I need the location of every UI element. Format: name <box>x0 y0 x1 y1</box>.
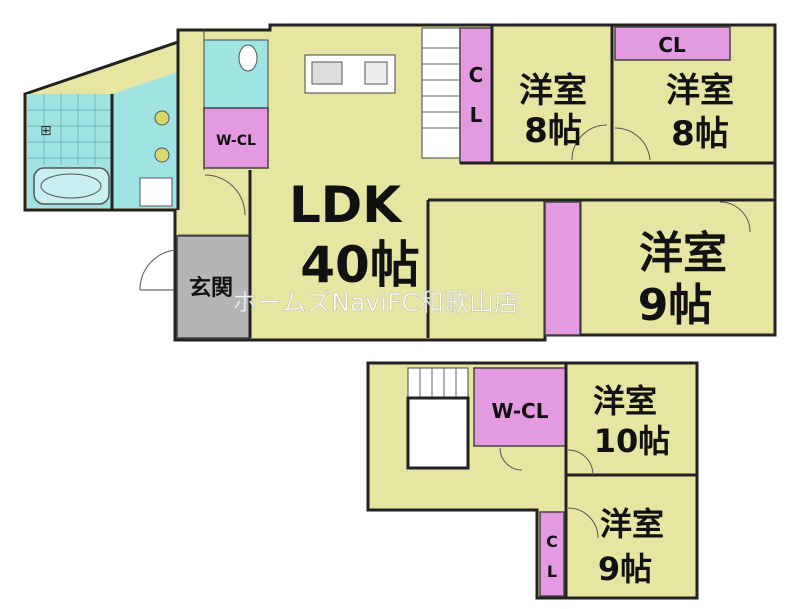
shower-icon: ⊞ <box>40 123 52 139</box>
walk-in-closet-2f <box>473 367 567 447</box>
room-8a-name: 洋室 <box>519 71 587 111</box>
room-8b-size: 8帖 <box>671 114 729 154</box>
wcl2-door <box>499 447 523 471</box>
closet-vertical-1f <box>459 27 493 164</box>
hall-door <box>204 174 246 216</box>
washbasin-icon <box>154 147 170 163</box>
floor-1: ⊞ W-CL 玄関 LDK 40帖 <box>23 23 777 342</box>
stove-icon <box>364 61 388 85</box>
bath-tile-grid <box>27 94 112 165</box>
room-9-name: 洋室 <box>639 228 727 279</box>
stairs-2f <box>407 367 469 399</box>
sink-icon <box>311 61 343 85</box>
entrance-door <box>139 249 176 291</box>
walk-in-closet-1f <box>203 107 269 169</box>
toilet-room <box>204 40 268 108</box>
stairs-1f <box>421 27 461 159</box>
room8b-door <box>614 127 651 161</box>
washer-icon <box>139 177 173 207</box>
ldk-size: 40帖 <box>300 236 420 294</box>
ldk-name: LDK <box>289 176 403 234</box>
room-10-size: 10帖 <box>594 422 671 460</box>
closet-top-label: CL <box>658 33 686 57</box>
room-9-size: 9帖 <box>638 280 713 331</box>
room9-2f-door <box>567 507 599 539</box>
closet-2f <box>539 511 565 597</box>
wcl-label-1f: W-CL <box>216 133 256 149</box>
room9-door <box>719 201 751 233</box>
washroom <box>112 72 178 208</box>
stair-steps-1f <box>422 47 460 129</box>
bathtub <box>33 167 110 205</box>
closet-top-1f <box>614 26 731 61</box>
room8a-door <box>571 124 608 161</box>
room-8a-size: 8帖 <box>524 111 582 151</box>
room-8b-name: 洋室 <box>666 71 734 111</box>
room10-door <box>567 449 594 476</box>
entrance-label: 玄関 <box>189 275 233 301</box>
toilet-icon <box>238 44 258 72</box>
room-10-name: 洋室 <box>593 382 657 420</box>
wcl-label-2f: W-CL <box>492 399 549 423</box>
washbasin-icon <box>154 110 170 126</box>
watermark: ホームズNaviFC和歌山店 <box>232 288 519 317</box>
entrance <box>176 235 251 339</box>
bathtub-inner <box>40 173 102 199</box>
stairwell-2f <box>406 396 470 470</box>
room-9-2f-name: 洋室 <box>600 505 664 543</box>
room-9-2f-size: 9帖 <box>598 550 652 588</box>
closet-middle-1f <box>544 201 581 336</box>
stair-steps-2f <box>419 368 457 398</box>
